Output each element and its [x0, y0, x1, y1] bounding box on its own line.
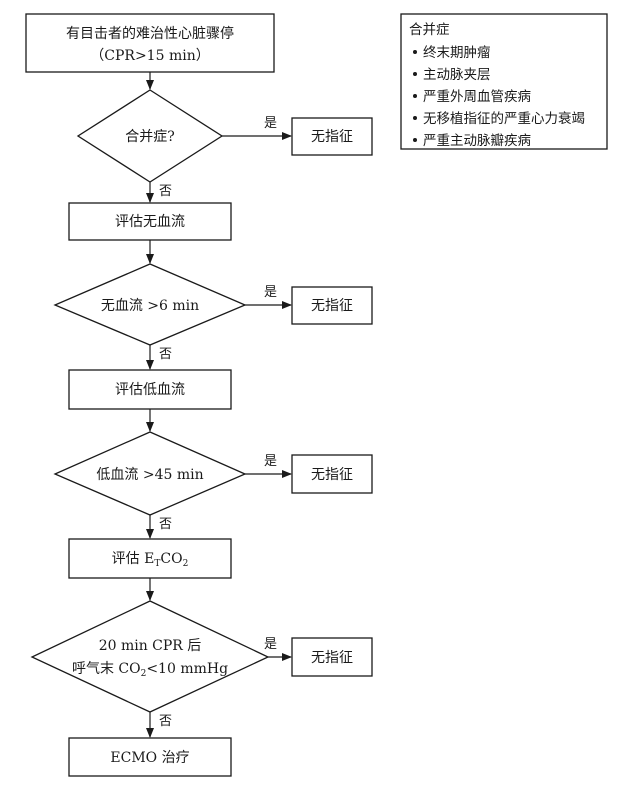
outcome-no-indication-3: 无指征	[291, 454, 373, 494]
edge-labels: 是 否 是 否 是 否 是 否	[159, 116, 277, 729]
edges	[146, 72, 292, 738]
edge-label-no-1: 否	[159, 184, 172, 199]
terminal-ecmo: ECMO 治疗	[68, 737, 232, 777]
outcome-no-indication-4: 无指征	[291, 637, 373, 677]
edge-label-yes-3: 是	[264, 454, 277, 469]
legend-list: 终末期肿瘤 主动脉夹层 严重外周血管疾病 无移植指征的严重心力衰竭 严重主动脉瓣…	[413, 44, 585, 149]
legend-bullet-3	[413, 94, 417, 98]
legend-item-2: 主动脉夹层	[423, 67, 491, 83]
outcome-no-indication-2: 无指征	[291, 286, 373, 325]
legend-bullet-4	[413, 116, 417, 120]
process-assess-etco2-label: 评估 ETCO2	[112, 551, 189, 569]
legend-bullet-5	[413, 138, 417, 142]
svg-text:无指征: 无指征	[311, 467, 353, 483]
decision-no-flow-label: 无血流 >6 min	[101, 298, 199, 314]
decision-comorbidity-label: 合并症?	[125, 129, 175, 145]
node-start-line2: （CPR>15 min）	[90, 48, 209, 64]
node-start-line1: 有目击者的难治性心脏骤停	[66, 25, 234, 42]
outcome-no-indication-1: 无指征	[291, 117, 373, 156]
svg-text:无指征: 无指征	[311, 298, 353, 314]
edge-label-no-3: 否	[159, 517, 172, 532]
decision-low-flow-label: 低血流 >45 min	[96, 467, 203, 483]
node-start: 有目击者的难治性心脏骤停 （CPR>15 min）	[25, 13, 275, 73]
process-assess-low-flow-label: 评估低血流	[115, 382, 185, 398]
legend-item-1: 终末期肿瘤	[423, 44, 491, 61]
svg-text:无指征: 无指征	[311, 650, 353, 666]
legend-bullet-1	[413, 50, 417, 54]
process-assess-no-flow-label: 评估无血流	[115, 214, 185, 230]
legend-item-3: 严重外周血管疾病	[423, 89, 531, 105]
process-assess-etco2: 评估 ETCO2	[68, 538, 232, 579]
terminal-ecmo-label: ECMO 治疗	[110, 750, 189, 766]
legend-title: 合并症	[409, 22, 450, 38]
edge-label-yes-1: 是	[264, 116, 277, 131]
edge-label-no-4: 否	[159, 714, 172, 729]
process-assess-no-flow: 评估无血流	[68, 202, 232, 241]
comorbidity-legend: 合并症 终末期肿瘤 主动脉夹层 严重外周血管疾病 无移植指征的严重心力衰竭 严重…	[400, 13, 608, 150]
decision-no-flow: 无血流 >6 min	[53, 263, 247, 346]
process-assess-low-flow: 评估低血流	[68, 369, 232, 410]
decision-comorbidity: 合并症?	[76, 89, 224, 183]
edge-label-yes-4: 是	[264, 637, 277, 652]
svg-text:无指征: 无指征	[311, 129, 353, 145]
legend-item-4: 无移植指征的严重心力衰竭	[423, 110, 585, 127]
decision-etco2: 20 min CPR 后 呼气末 CO2<10 mmHg	[30, 600, 270, 713]
edge-label-no-2: 否	[159, 347, 172, 362]
edge-label-yes-2: 是	[264, 285, 277, 300]
legend-bullet-2	[413, 72, 417, 76]
decision-etco2-line2: 呼气末 CO2<10 mmHg	[72, 661, 228, 679]
decision-low-flow: 低血流 >45 min	[53, 431, 247, 516]
decision-etco2-line1: 20 min CPR 后	[99, 638, 202, 654]
legend-item-5: 严重主动脉瓣疾病	[423, 133, 531, 149]
